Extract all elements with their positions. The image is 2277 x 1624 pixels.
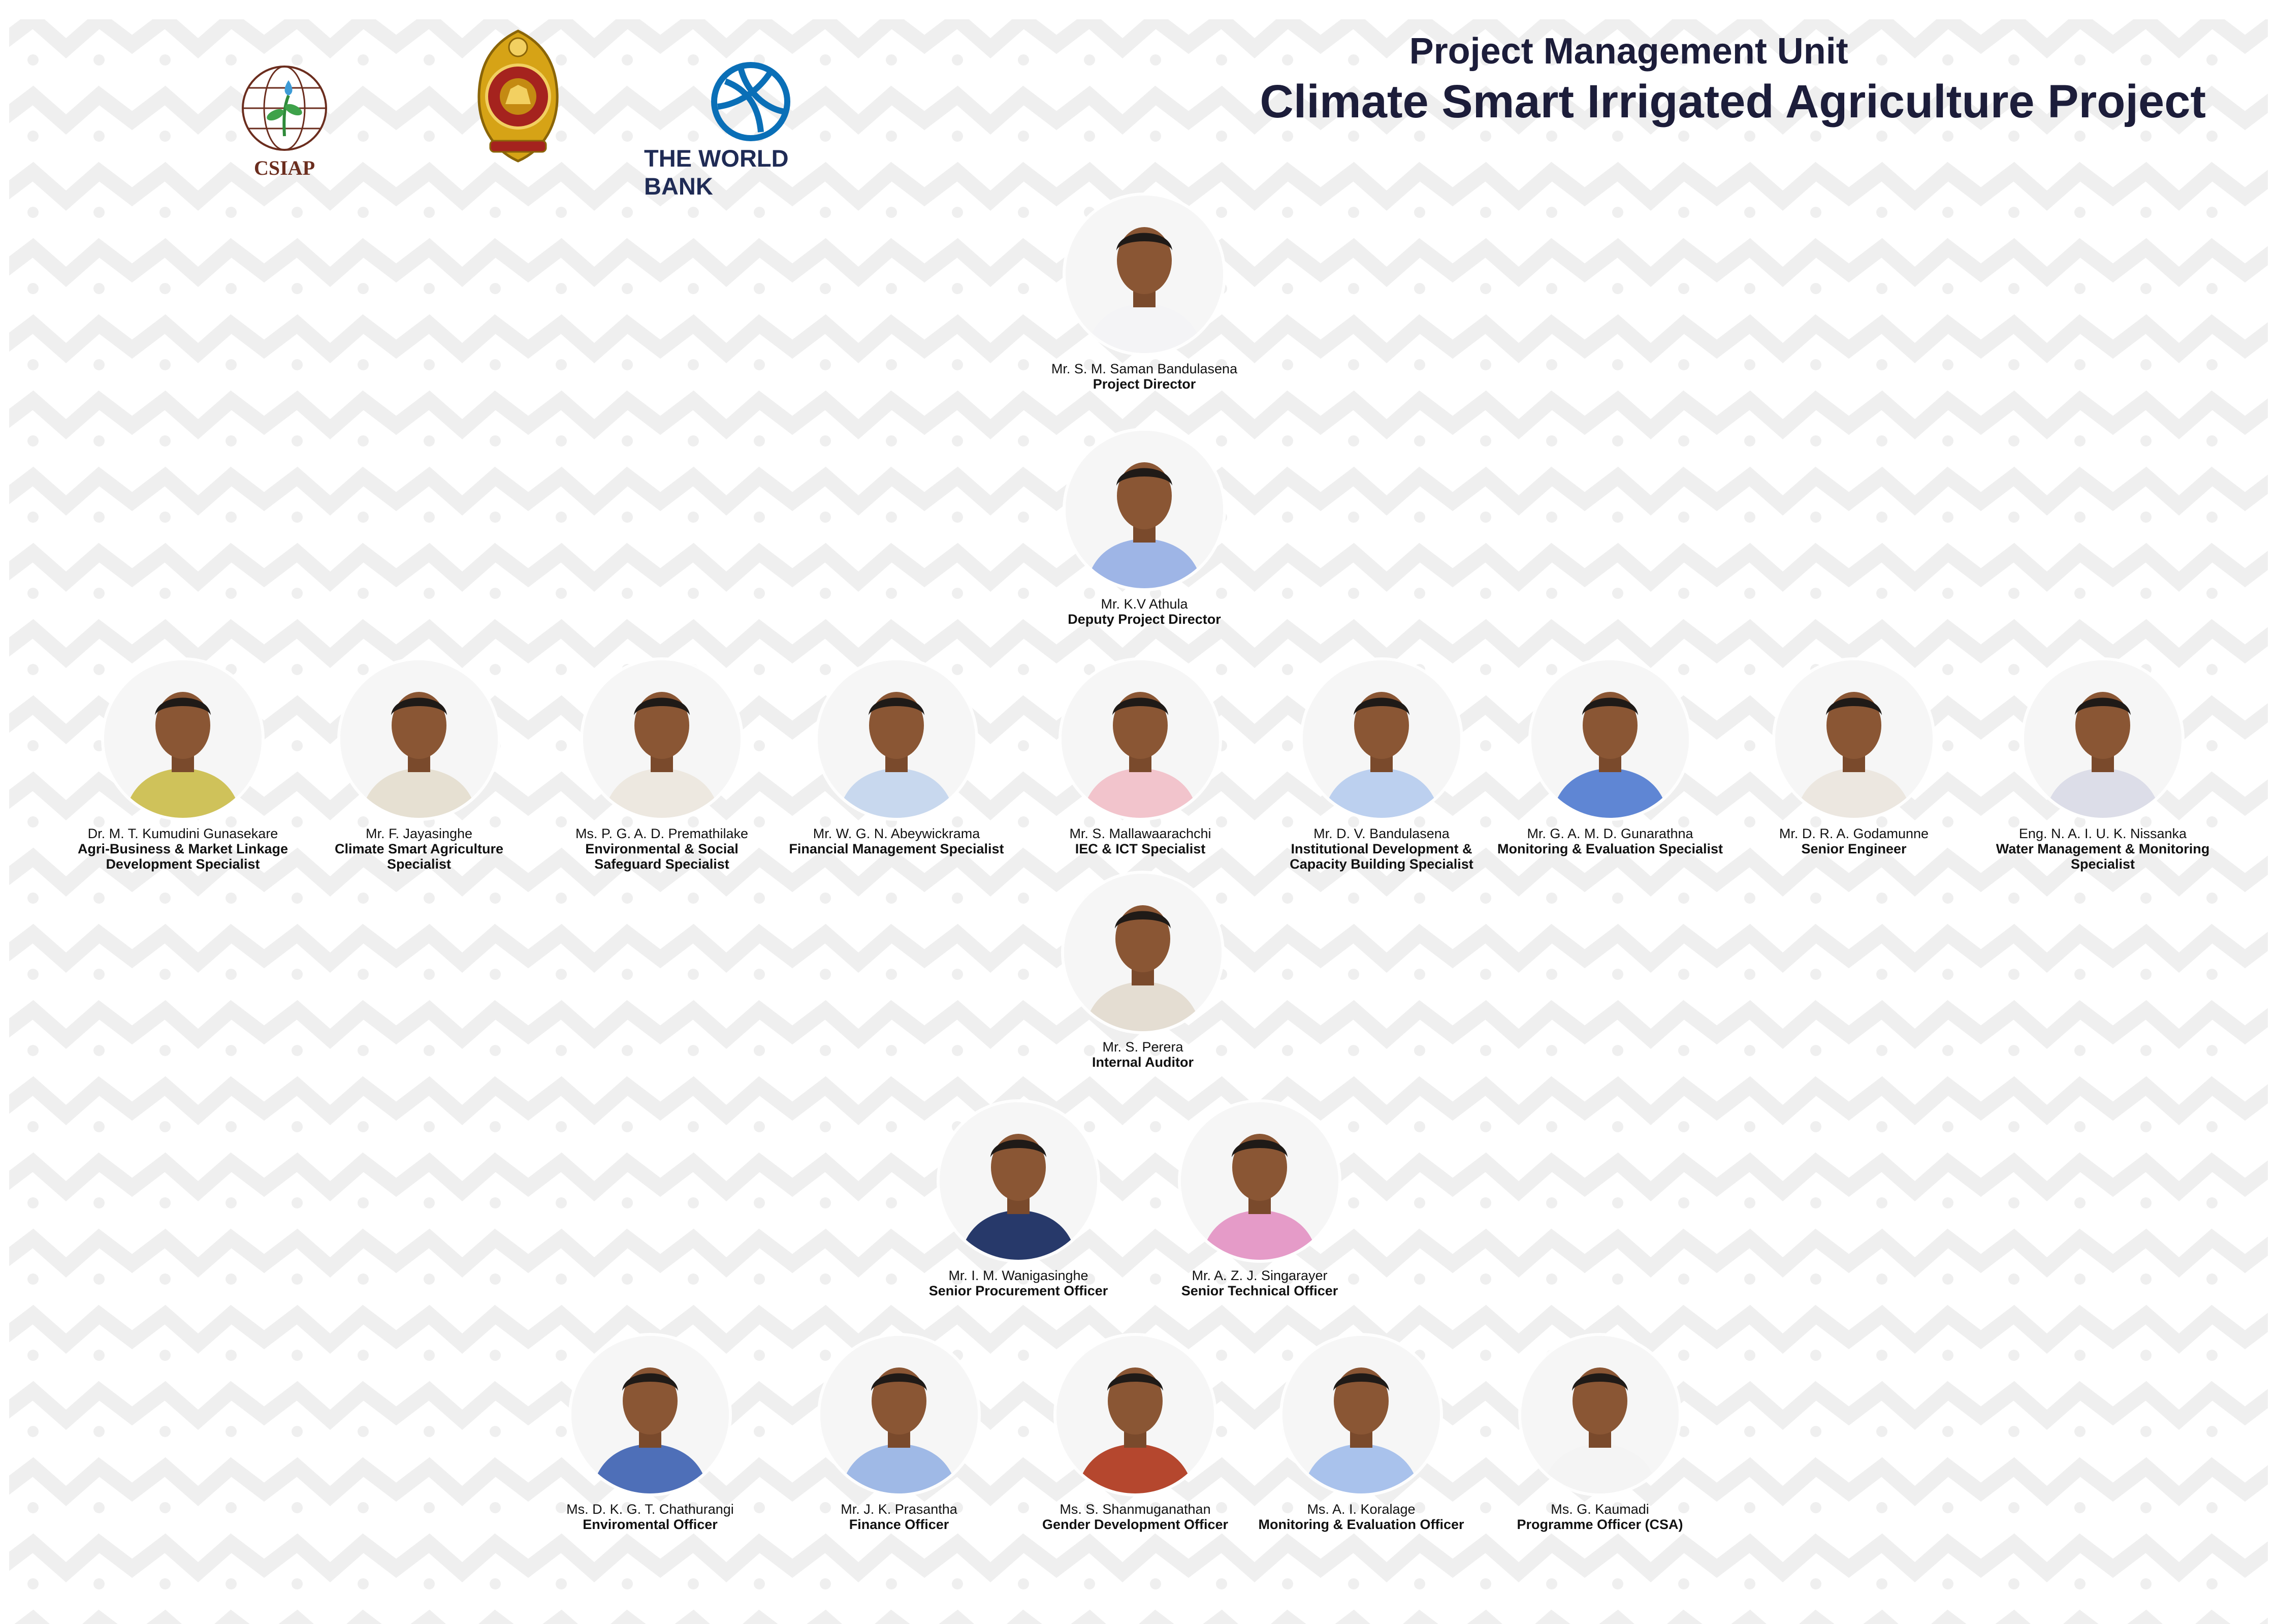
member-name: Mr. J. K. Prasantha bbox=[841, 1502, 957, 1517]
member-role: Environmental & Social Safeguard Special… bbox=[585, 841, 739, 872]
member-role: Water Management & Monitoring Specialist bbox=[1996, 841, 2210, 872]
member-role: Finance Officer bbox=[849, 1517, 949, 1532]
member-photo bbox=[1064, 874, 1222, 1031]
member-photo bbox=[820, 1336, 978, 1493]
member-role: Monitoring & Evaluation Officer bbox=[1258, 1517, 1464, 1532]
member-role: Gender Development Officer bbox=[1042, 1517, 1229, 1532]
member-photo bbox=[1181, 1102, 1338, 1260]
member-name: Mr. I. M. Wanigasinghe bbox=[948, 1268, 1088, 1283]
member-role: Agri-Business & Market Linkage Developme… bbox=[77, 841, 288, 872]
member-name: Mr. S. M. Saman Bandulasena bbox=[1051, 361, 1238, 376]
member-name: Mr. A. Z. J. Singarayer bbox=[1192, 1268, 1328, 1283]
member-role: Financial Management Specialist bbox=[789, 841, 1004, 856]
unit-title: Project Management Unit bbox=[1409, 31, 1848, 72]
member-name: Ms. P. G. A. D. Premathilake bbox=[575, 826, 749, 841]
member-role: Senior Technical Officer bbox=[1181, 1283, 1338, 1298]
globe-icon bbox=[242, 66, 327, 151]
world-bank-logo: THE WORLD BANK bbox=[644, 61, 857, 200]
page-header: Project Management Unit Climate Smart Ir… bbox=[1260, 31, 2206, 130]
member-photo bbox=[1066, 431, 1223, 588]
member-name: Mr. S. Mallawaarachchi bbox=[1069, 826, 1211, 841]
member-role: Deputy Project Director bbox=[1068, 612, 1221, 627]
csiap-logo-text: CSIAP bbox=[253, 156, 315, 179]
member-photo bbox=[1775, 660, 1933, 818]
member-role: Internal Auditor bbox=[1092, 1055, 1194, 1070]
member-name: Eng. N. A. I. U. K. Nissanka bbox=[2018, 826, 2187, 841]
member-role: Senior Procurement Officer bbox=[928, 1283, 1108, 1298]
member-photo bbox=[1056, 1336, 1214, 1493]
member-name: Dr. M. T. Kumudini Gunasekare bbox=[87, 826, 278, 841]
member-name: Ms. D. K. G. T. Chathurangi bbox=[566, 1502, 734, 1517]
csiap-logo: CSIAP bbox=[234, 60, 335, 179]
member-photo bbox=[1531, 660, 1689, 818]
member-role: Monitoring & Evaluation Specialist bbox=[1497, 841, 1723, 856]
world-bank-text: THE WORLD BANK bbox=[644, 145, 789, 200]
member-photo bbox=[1303, 660, 1460, 818]
member-role: Senior Engineer bbox=[1801, 841, 1907, 856]
member-name: Mr. D. R. A. Godamunne bbox=[1779, 826, 1929, 841]
member-photo bbox=[104, 660, 262, 818]
member-role: IEC & ICT Specialist bbox=[1075, 841, 1206, 856]
member-photo bbox=[571, 1336, 729, 1493]
member-photo bbox=[940, 1102, 1097, 1260]
member-name: Mr. F. Jayasinghe bbox=[365, 826, 473, 841]
member-photo bbox=[2024, 660, 2182, 818]
member-name: Mr. K.V Athula bbox=[1101, 596, 1188, 612]
member-name: Mr. S. Perera bbox=[1102, 1039, 1183, 1055]
member-role: Climate Smart Agriculture Specialist bbox=[334, 841, 504, 872]
member-role: Enviromental Officer bbox=[583, 1517, 718, 1532]
member-photo bbox=[583, 660, 741, 818]
sri-lanka-emblem bbox=[470, 28, 566, 165]
member-name: Mr. G. A. M. D. Gunarathna bbox=[1527, 826, 1693, 841]
member-role: Institutional Development & Capacity Bui… bbox=[1290, 841, 1473, 872]
member-role: Project Director bbox=[1093, 376, 1196, 392]
member-name: Mr. D. V. Bandulasena bbox=[1313, 826, 1450, 841]
member-name: Ms. A. I. Koralage bbox=[1307, 1502, 1416, 1517]
member-name: Mr. W. G. N. Abeywickrama bbox=[813, 826, 980, 841]
member-photo bbox=[340, 660, 498, 818]
member-role: Programme Officer (CSA) bbox=[1517, 1517, 1683, 1532]
world-bank-globe-icon bbox=[711, 62, 790, 141]
member-name: Ms. S. Shanmuganathan bbox=[1060, 1502, 1211, 1517]
member-photo bbox=[1282, 1336, 1440, 1493]
member-photo bbox=[818, 660, 975, 818]
member-name: Ms. G. Kaumadi bbox=[1551, 1502, 1649, 1517]
project-title: Climate Smart Irrigated Agriculture Proj… bbox=[1260, 76, 2206, 128]
member-photo bbox=[1521, 1336, 1679, 1493]
member-photo bbox=[1066, 196, 1223, 353]
member-photo bbox=[1062, 660, 1219, 818]
